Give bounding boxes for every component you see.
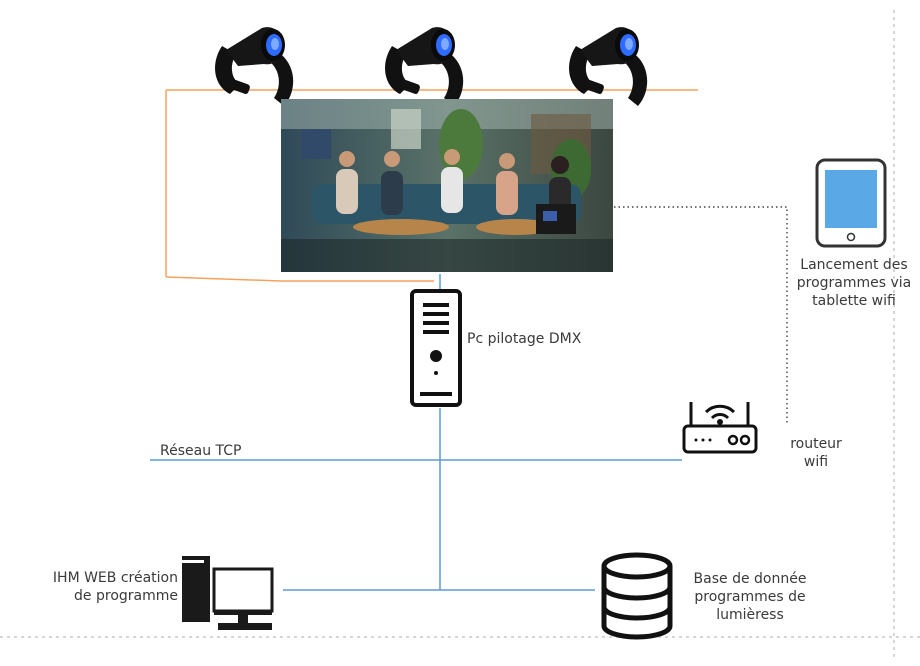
- studio-photo: [281, 99, 613, 272]
- pc-label: Pc pilotage DMX: [467, 331, 582, 347]
- tcp-blue-lines: [150, 274, 682, 591]
- pc-tower-icon: [410, 289, 462, 407]
- web-ui-label: IHM WEB création de programme: [52, 570, 178, 604]
- database-label: Base de donnée programmes de lumièress: [693, 571, 807, 623]
- spotlight-icon: [385, 27, 464, 106]
- wifi-router-icon: [682, 402, 758, 454]
- database-icon: [601, 552, 673, 640]
- desktop-computer-icon: [182, 556, 274, 630]
- wifi-dotted-link: [614, 206, 788, 425]
- tablet-icon: [815, 158, 887, 248]
- dmx-orange-lines: [165, 89, 698, 282]
- tablet-label: Lancement des programmes via tablette wi…: [796, 257, 912, 309]
- spotlight-icon: [215, 27, 294, 106]
- network-label: Réseau TCP: [160, 443, 242, 459]
- spotlight-icon: [569, 27, 648, 106]
- router-label: routeur wifi: [790, 436, 842, 470]
